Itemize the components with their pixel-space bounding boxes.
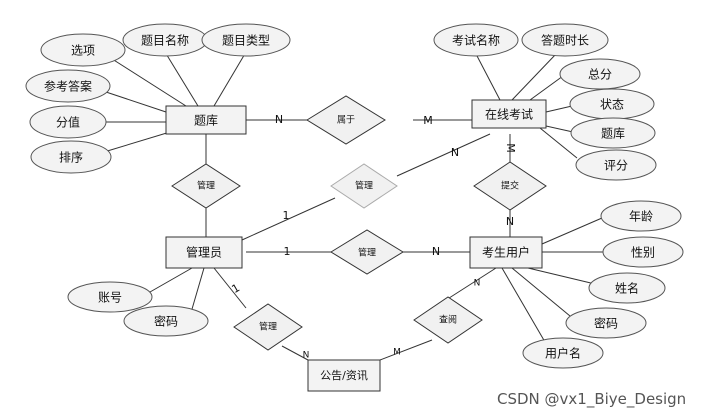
attribute-candidate-password: 密码 xyxy=(565,307,647,339)
edge-exam-duration xyxy=(511,53,557,101)
svg-text:排序: 排序 xyxy=(59,150,83,165)
entity-question-bank: 题库 xyxy=(165,105,247,135)
cardinality-candidate-query: N xyxy=(474,279,481,289)
edge-admin-managediag xyxy=(241,197,336,241)
relation-manage-user: 管理 xyxy=(330,229,404,275)
attribute-username: 用户名 xyxy=(522,337,604,369)
svg-text:题库: 题库 xyxy=(194,113,218,128)
svg-text:查阅: 查阅 xyxy=(439,314,457,326)
relation-submit: 提交 xyxy=(473,161,547,211)
attribute-total-score: 总分 xyxy=(559,58,641,90)
attribute-reference-answer: 参考答案 xyxy=(25,69,111,103)
svg-text:管理: 管理 xyxy=(355,180,373,192)
svg-text:账号: 账号 xyxy=(98,291,122,305)
edge-exam-total xyxy=(529,75,564,101)
svg-text:题库: 题库 xyxy=(601,126,625,141)
edge-admin-account xyxy=(149,267,193,293)
svg-text:题目名称: 题目名称 xyxy=(141,33,189,48)
edges xyxy=(97,49,603,361)
attribute-account: 账号 xyxy=(67,281,153,313)
cardinality-candidate-manage: N xyxy=(432,245,440,258)
cardinality-notice-query: M xyxy=(393,348,401,358)
relation-manage-exam: 管理 xyxy=(330,163,398,209)
edge-managenotice-notice xyxy=(281,345,309,361)
attribute-name: 姓名 xyxy=(588,272,666,304)
edge-bank-type xyxy=(213,51,247,107)
cardinality-exam-belongs: M xyxy=(423,114,433,127)
attribute-answer-duration: 答题时长 xyxy=(521,23,609,57)
svg-text:评分: 评分 xyxy=(604,159,628,173)
edge-candidate-username xyxy=(501,267,546,343)
edge-exam-name xyxy=(475,53,501,101)
svg-text:属于: 属于 xyxy=(337,115,355,126)
svg-text:参考答案: 参考答案 xyxy=(44,79,92,94)
edge-managediag-exam xyxy=(396,133,491,177)
svg-text:姓名: 姓名 xyxy=(615,281,639,296)
attribute-option: 选项 xyxy=(40,33,126,67)
svg-text:管理: 管理 xyxy=(197,180,215,192)
edge-exam-grading xyxy=(539,127,578,159)
edge-candidate-password xyxy=(511,267,571,317)
svg-text:公告/资讯: 公告/资讯 xyxy=(320,369,368,382)
svg-text:提交: 提交 xyxy=(501,180,519,192)
edge-query-candidate xyxy=(445,267,497,301)
cardinality-exam-submit: M xyxy=(504,143,517,153)
svg-text:考试名称: 考试名称 xyxy=(452,33,500,48)
edge-exam-status xyxy=(545,105,573,113)
attribute-exam-bank: 题库 xyxy=(570,117,656,149)
cardinality-exam-manage: N xyxy=(451,146,459,159)
svg-text:分值: 分值 xyxy=(56,115,80,130)
attribute-question-title: 题目名称 xyxy=(122,23,208,57)
svg-text:选项: 选项 xyxy=(71,44,95,58)
attribute-grading: 评分 xyxy=(575,149,657,181)
watermark-text: CSDN @vx1_Biye_Design xyxy=(497,390,686,409)
relation-manage-notice: 管理 xyxy=(233,303,303,351)
attribute-status: 状态 xyxy=(569,88,655,120)
edge-admin-password xyxy=(189,267,205,317)
relation-belongs: 属于 xyxy=(306,95,386,145)
svg-text:状态: 状态 xyxy=(600,98,624,112)
entity-candidate: 考生用户 xyxy=(469,236,543,269)
svg-text:密码: 密码 xyxy=(154,314,178,329)
svg-text:总分: 总分 xyxy=(588,68,612,82)
cardinality-admin-manage-exam: 1 xyxy=(283,209,290,222)
edge-bank-order xyxy=(103,131,171,153)
edge-exam-bank xyxy=(545,125,574,133)
svg-text:用户名: 用户名 xyxy=(545,346,581,361)
edge-admin-managenotice xyxy=(213,267,247,309)
cardinality-admin-manage-user: 1 xyxy=(284,245,291,258)
cardinality-bank-belongs: N xyxy=(275,113,283,126)
relation-manage-bank: 管理 xyxy=(171,163,241,209)
attribute-exam-name: 考试名称 xyxy=(433,23,519,57)
svg-text:性别: 性别 xyxy=(631,246,655,260)
cardinality-notice-manage: N xyxy=(303,351,310,361)
svg-text:管理: 管理 xyxy=(358,247,376,259)
svg-text:在线考试: 在线考试 xyxy=(485,107,533,122)
entity-admin: 管理员 xyxy=(165,236,243,269)
attribute-admin-password: 密码 xyxy=(123,305,209,337)
svg-text:答题时长: 答题时长 xyxy=(541,33,589,48)
attribute-score: 分值 xyxy=(29,105,107,139)
attribute-question-type: 题目类型 xyxy=(201,23,291,57)
svg-text:密码: 密码 xyxy=(594,316,618,331)
attribute-sort-order: 排序 xyxy=(30,140,112,174)
svg-text:管理: 管理 xyxy=(259,321,277,333)
cardinality-candidate-submit: N xyxy=(506,215,514,228)
entity-online-exam: 在线考试 xyxy=(471,99,547,129)
edge-notice-query xyxy=(379,339,433,361)
svg-text:管理员: 管理员 xyxy=(186,245,222,260)
svg-text:题目类型: 题目类型 xyxy=(222,34,270,48)
relation-query: 查阅 xyxy=(413,296,483,344)
svg-text:年龄: 年龄 xyxy=(629,210,653,224)
edge-bank-title xyxy=(164,51,199,107)
entity-notice: 公告/资讯 xyxy=(307,359,381,392)
cardinality-admin-notice: 1 xyxy=(229,281,242,296)
attribute-gender: 性别 xyxy=(602,236,684,268)
edge-bank-answer xyxy=(105,91,167,113)
edge-candidate-name xyxy=(527,267,596,285)
svg-text:考生用户: 考生用户 xyxy=(482,245,530,260)
edge-candidate-age xyxy=(541,217,603,245)
attribute-age: 年龄 xyxy=(600,200,682,232)
